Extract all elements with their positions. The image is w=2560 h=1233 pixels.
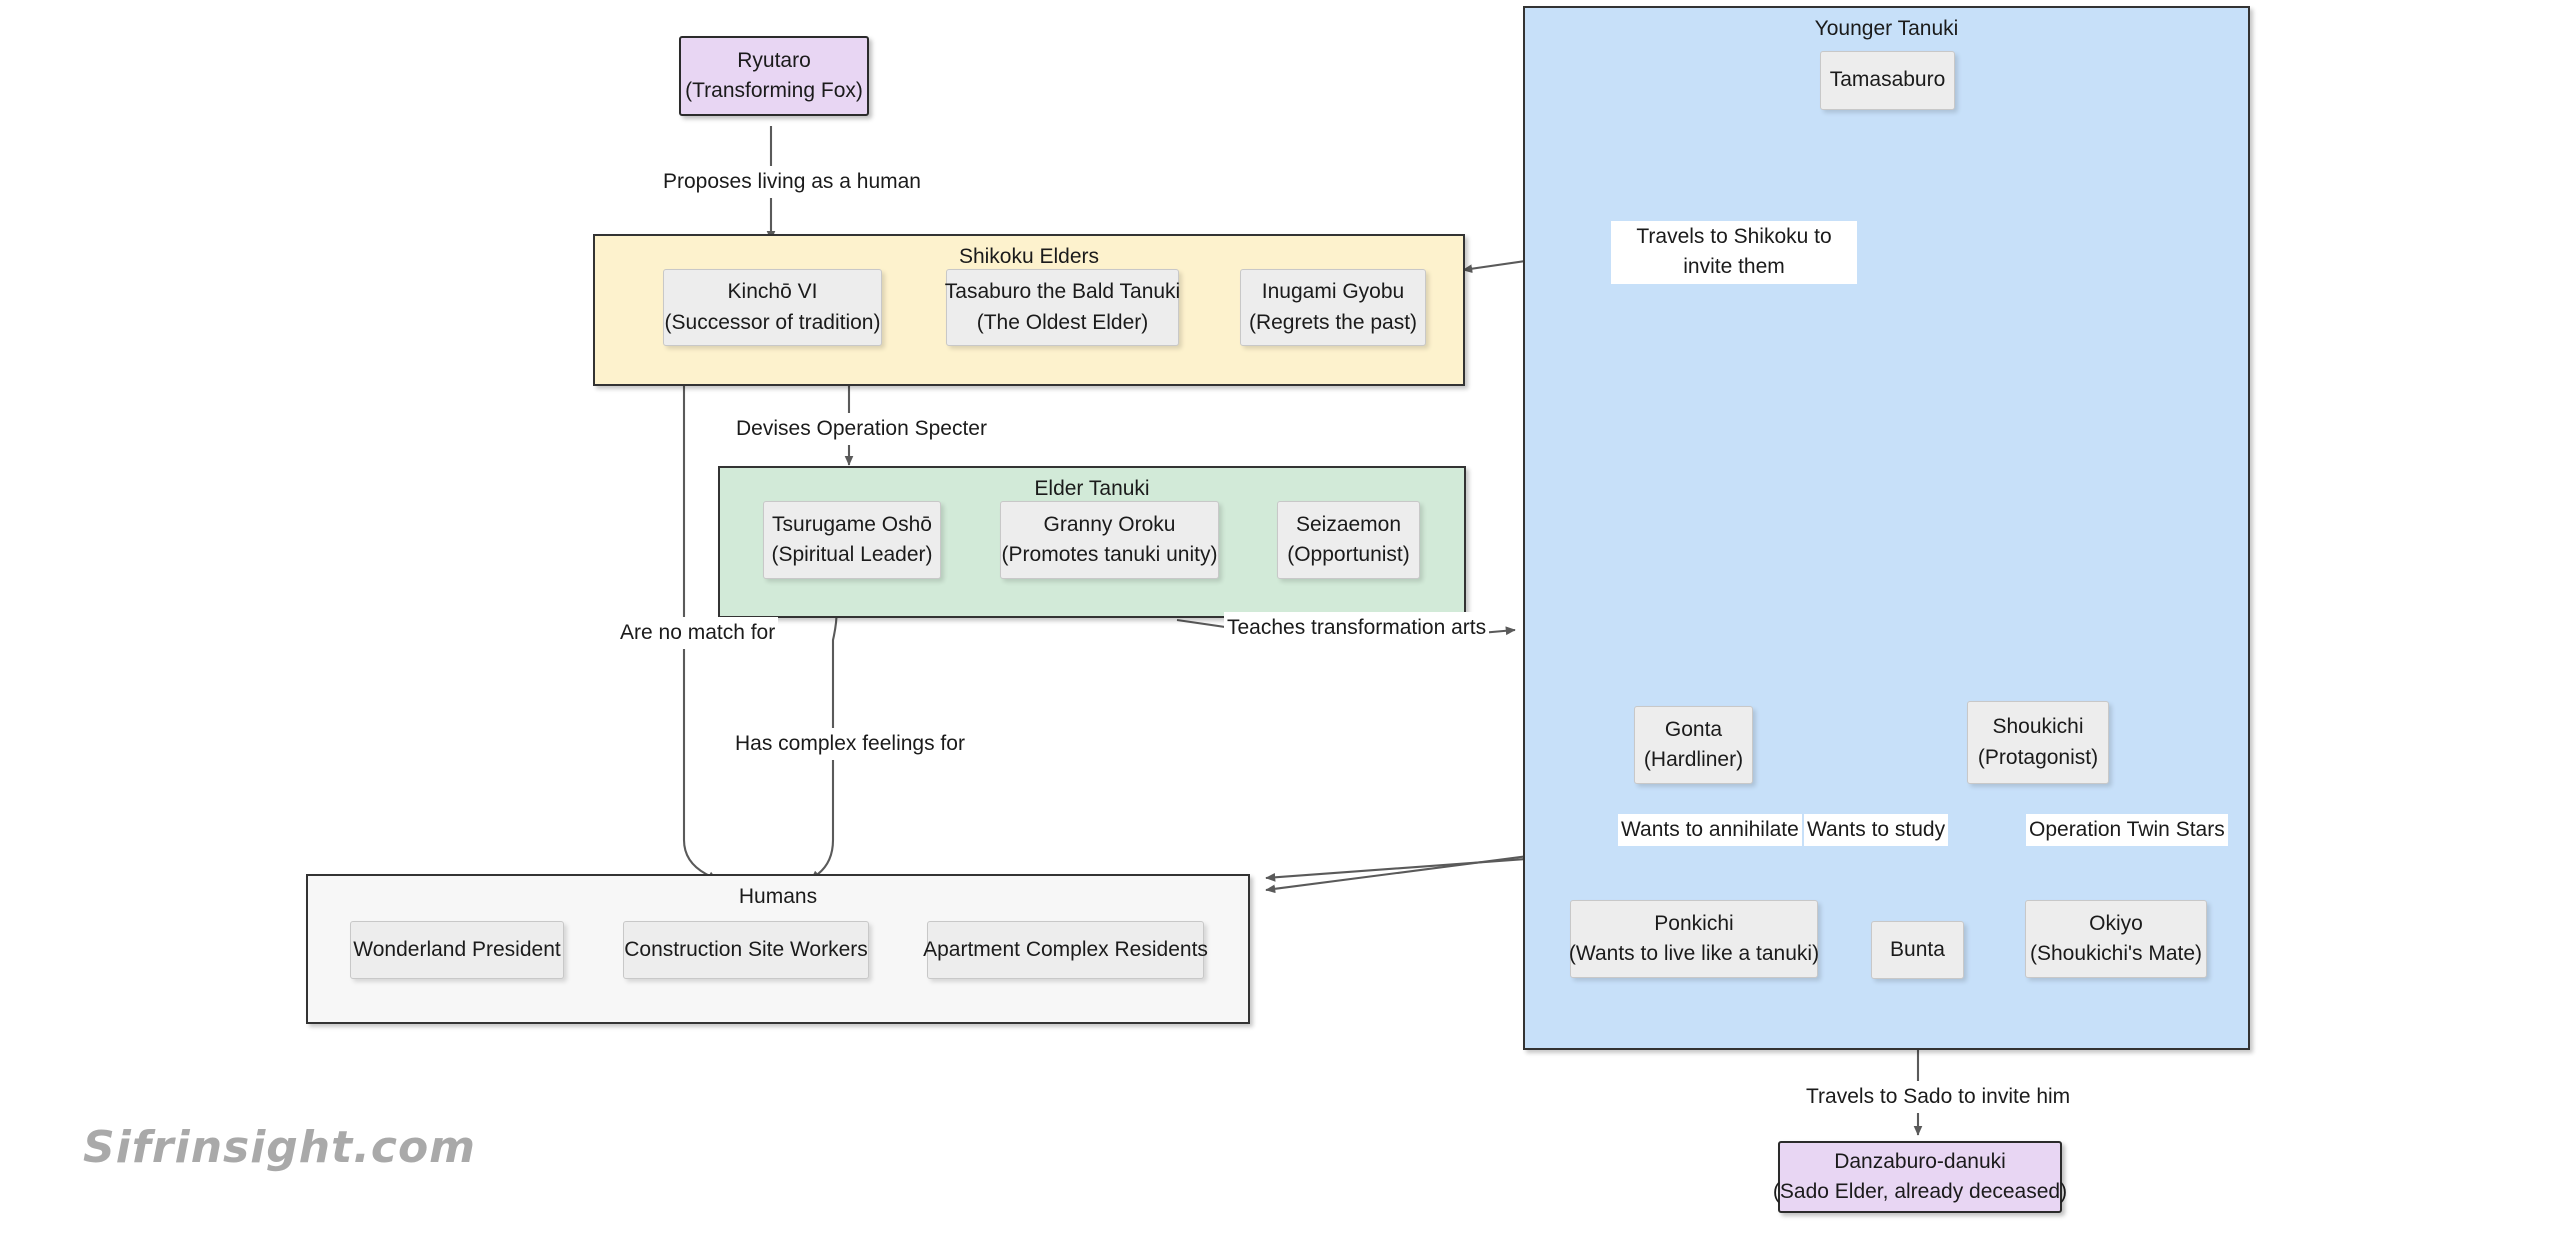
node-granny-oroku[interactable]: Granny Oroku (Promotes tanuki unity) — [1000, 501, 1219, 579]
node-gonta[interactable]: Gonta (Hardliner) — [1634, 706, 1753, 784]
node-ryutaro-role: (Transforming Fox) — [685, 79, 863, 102]
node-shoukichi[interactable]: Shoukichi (Protagonist) — [1967, 701, 2109, 784]
node-apartment-complex-residents-name: Apartment Complex Residents — [923, 937, 1208, 961]
node-wonderland-president-name: Wonderland President — [353, 937, 561, 961]
cluster-humans-title: Humans — [738, 885, 818, 908]
node-tasaburo-name: Tasaburo the Bald Tanuki — [944, 280, 1181, 304]
node-gonta-role: (Hardliner) — [1643, 748, 1744, 771]
node-ponkichi[interactable]: Ponkichi (Wants to live like a tanuki) — [1568, 900, 1820, 978]
node-bunta[interactable]: Bunta — [1871, 921, 1964, 979]
node-tasaburo-role: (The Oldest Elder) — [976, 310, 1149, 334]
node-tsurugame-osho-role: (Spiritual Leader) — [771, 543, 933, 566]
node-construction-site-workers-name: Construction Site Workers — [624, 937, 868, 961]
node-tsurugame-osho[interactable]: Tsurugame Oshō (Spiritual Leader) — [763, 501, 941, 579]
edge-label-devises-operation: Devises Operation Specter — [733, 413, 990, 446]
node-shoukichi-role: (Protagonist) — [1977, 745, 2099, 769]
node-okiyo-role: (Shoukichi's Mate) — [2029, 942, 2203, 965]
node-construction-site-workers[interactable]: Construction Site Workers — [623, 921, 869, 979]
node-ryutaro[interactable]: Ryutaro (Transforming Fox) — [679, 36, 869, 116]
node-kincho-vi[interactable]: Kinchō VI (Successor of tradition) — [663, 269, 882, 346]
node-okiyo[interactable]: Okiyo (Shoukichi's Mate) — [2025, 900, 2207, 978]
edge-label-teaches-transformation: Teaches transformation arts — [1224, 612, 1490, 645]
node-ponkichi-role: (Wants to live like a tanuki) — [1568, 942, 1820, 965]
node-granny-oroku-name: Granny Oroku — [1043, 512, 1176, 536]
node-seizaemon-role: (Opportunist) — [1287, 543, 1410, 566]
cluster-younger-tanuki-title: Younger Tanuki — [1814, 17, 1959, 40]
edge-label-wants-to-study: Wants to study — [1804, 814, 1949, 847]
node-ponkichi-name: Ponkichi — [1654, 911, 1734, 935]
node-seizaemon[interactable]: Seizaemon (Opportunist) — [1277, 501, 1420, 579]
node-inugami-gyobu-name: Inugami Gyobu — [1261, 280, 1405, 304]
node-kincho-vi-role: (Successor of tradition) — [664, 310, 881, 334]
node-tsurugame-osho-name: Tsurugame Oshō — [772, 512, 932, 536]
node-seizaemon-name: Seizaemon — [1295, 512, 1402, 536]
node-tamasaburo-name: Tamasaburo — [1829, 68, 1946, 92]
node-tasaburo[interactable]: Tasaburo the Bald Tanuki (The Oldest Eld… — [944, 269, 1181, 346]
node-danzaburo-danuki-name: Danzaburo-danuki — [1834, 1149, 2006, 1173]
edge-label-wants-to-annihilate: Wants to annihilate — [1618, 814, 1802, 847]
node-danzaburo-danuki-role: (Sado Elder, already deceased) — [1772, 1180, 2068, 1203]
watermark: Sifrinsight.com — [83, 1122, 477, 1173]
node-ryutaro-name: Ryutaro — [737, 48, 811, 72]
node-inugami-gyobu-role: (Regrets the past) — [1248, 310, 1418, 334]
edge-label-travels-shikoku: Travels to Shikoku to invite them — [1611, 221, 1857, 284]
node-danzaburo-danuki[interactable]: Danzaburo-danuki (Sado Elder, already de… — [1773, 1141, 2067, 1213]
node-gonta-name: Gonta — [1664, 717, 1723, 741]
cluster-younger-tanuki: Younger Tanuki — [1523, 6, 2250, 1050]
node-bunta-name: Bunta — [1890, 937, 1945, 961]
node-granny-oroku-role: (Promotes tanuki unity) — [1001, 543, 1218, 566]
node-inugami-gyobu[interactable]: Inugami Gyobu (Regrets the past) — [1240, 269, 1426, 346]
edge-label-operation-twin-stars: Operation Twin Stars — [2026, 814, 2228, 847]
node-wonderland-president[interactable]: Wonderland President — [350, 921, 564, 979]
edge-label-proposes-living: Proposes living as a human — [660, 166, 924, 199]
node-shoukichi-name: Shoukichi — [1992, 715, 2084, 739]
node-kincho-vi-name: Kinchō VI — [727, 280, 818, 304]
edge-label-travels-shikoku-line2: them — [1738, 255, 1785, 279]
edge-label-travels-shikoku-line1: Travels to Shikoku to invite — [1636, 225, 1832, 279]
edge-label-has-complex-feelings: Has complex feelings for — [732, 728, 968, 761]
node-apartment-complex-residents[interactable]: Apartment Complex Residents — [923, 921, 1208, 979]
cluster-shikoku-elders-title: Shikoku Elders — [958, 245, 1100, 268]
cluster-elder-tanuki-title: Elder Tanuki — [1034, 477, 1150, 500]
edge-label-travels-sado: Travels to Sado to invite him — [1803, 1081, 2074, 1114]
node-okiyo-name: Okiyo — [2089, 911, 2143, 935]
edge-label-are-no-match: Are no match for — [617, 617, 779, 650]
node-tamasaburo[interactable]: Tamasaburo — [1820, 51, 1955, 110]
